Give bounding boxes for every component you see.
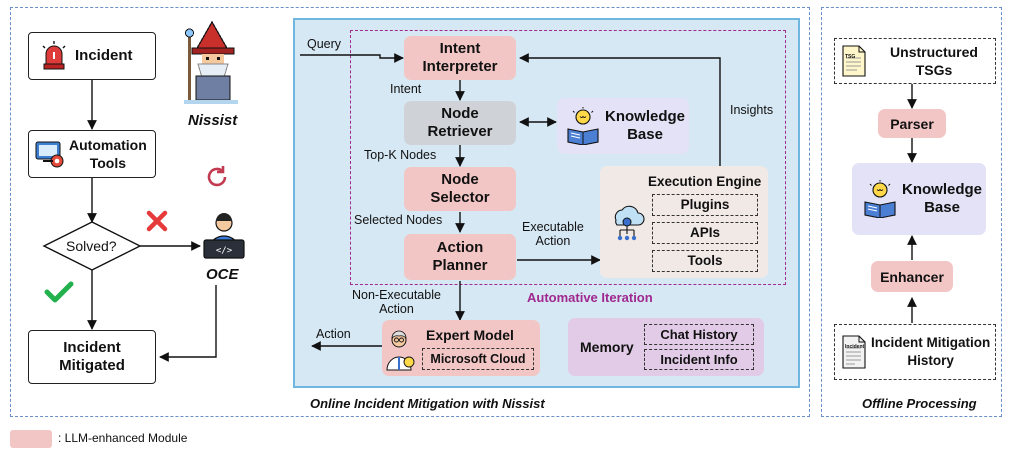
history-document-icon: Incident xyxy=(841,334,867,370)
automation-tools-box: Automation Tools xyxy=(28,130,156,178)
oce-label: OCE xyxy=(206,266,239,283)
insights-label: Insights xyxy=(730,103,774,117)
oce-person-icon: </> xyxy=(198,210,250,262)
node-retriever-box: Node Retriever xyxy=(404,101,516,145)
intent-label: Intent xyxy=(390,82,422,96)
chat-history-box: Chat History xyxy=(644,324,754,345)
parser-box: Parser xyxy=(878,109,946,138)
tsg-document-tag: TSG xyxy=(845,54,856,60)
unstructured-tsgs-label: Unstructured TSGs xyxy=(890,44,978,78)
parser-label: Parser xyxy=(890,115,934,132)
success-check-icon xyxy=(44,280,74,304)
offline-region xyxy=(821,7,1002,417)
query-label: Query xyxy=(307,37,342,51)
expert-model-title: Expert Model xyxy=(426,327,514,343)
unstructured-tsgs-box: TSG Unstructured TSGs xyxy=(834,38,996,84)
microsoft-cloud-label: Microsoft Cloud xyxy=(430,352,526,366)
node-retriever-label: Node Retriever xyxy=(427,105,493,140)
incident-label: Incident xyxy=(75,47,133,64)
cloud-gear-icon xyxy=(608,200,646,242)
action-planner-box: Action Planner xyxy=(404,234,516,280)
tools-box: Tools xyxy=(652,250,758,272)
non-executable-action-label: Non-Executable Action xyxy=(352,288,441,316)
iteration-cycle-icon xyxy=(204,164,230,190)
selected-nodes-label: Selected Nodes xyxy=(354,213,443,227)
top-k-label: Top-K Nodes xyxy=(364,148,437,162)
solved-diamond xyxy=(42,221,142,271)
incident-box: Incident xyxy=(28,32,156,80)
history-document-tag: Incident xyxy=(845,344,865,350)
knowledge-bulb-icon xyxy=(565,107,601,146)
online-caption: Online Incident Mitigation with Nissist xyxy=(310,396,545,411)
nissist-wizard-icon xyxy=(182,20,244,106)
expert-scientist-icon xyxy=(386,328,416,372)
offline-knowledge-bulb-icon xyxy=(862,180,898,219)
plugins-box: Plugins xyxy=(652,194,758,216)
memory-title: Memory xyxy=(580,339,634,355)
automation-tools-icon xyxy=(35,139,65,169)
solved-label: Solved? xyxy=(66,238,117,254)
nissist-label: Nissist xyxy=(188,112,238,129)
plugins-label: Plugins xyxy=(680,197,730,212)
incident-mitigated-label: Incident Mitigated xyxy=(59,339,125,374)
offline-caption: Offline Processing xyxy=(862,396,977,411)
action-planner-label: Action Planner xyxy=(432,239,488,274)
svg-text:</>: </> xyxy=(216,246,233,256)
expert-model-box: Expert Model Microsoft Cloud xyxy=(382,320,540,376)
node-selector-box: Node Selector xyxy=(404,167,516,211)
apis-box: APIs xyxy=(652,222,758,244)
legend-swatch xyxy=(10,430,52,448)
execution-engine-box: Execution Engine Plugins APIs Tools xyxy=(600,166,768,278)
automative-iteration-label: Automative Iteration xyxy=(527,290,653,305)
knowledge-base-label: Knowledge Base xyxy=(605,108,686,143)
executable-action-label: Executable Action xyxy=(522,220,584,248)
execution-engine-title: Execution Engine xyxy=(648,174,762,189)
alarm-icon xyxy=(41,41,67,71)
tools-label: Tools xyxy=(687,253,723,268)
incident-history-box: Incident Incident Mitigation History xyxy=(834,324,996,380)
chat-history-label: Chat History xyxy=(660,326,738,342)
apis-label: APIs xyxy=(689,225,720,240)
fail-cross-icon xyxy=(146,210,168,232)
offline-knowledge-base-box: Knowledge Base xyxy=(852,163,986,235)
incident-mitigated-box: Incident Mitigated xyxy=(28,330,156,384)
incident-info-label: Incident Info xyxy=(660,351,738,367)
legend-text: : LLM-enhanced Module xyxy=(58,431,188,445)
action-out-label: Action xyxy=(316,327,351,341)
enhancer-box: Enhancer xyxy=(871,261,953,292)
memory-box: Memory Chat History Incident Info xyxy=(568,318,764,376)
enhancer-label: Enhancer xyxy=(880,268,944,285)
incident-history-label: Incident Mitigation History xyxy=(871,335,991,368)
incident-info-box: Incident Info xyxy=(644,349,754,370)
offline-knowledge-base-label: Knowledge Base xyxy=(902,181,983,216)
intent-interpreter-box: Intent Interpreter xyxy=(404,36,516,80)
tsg-document-icon: TSG xyxy=(841,44,867,78)
automation-tools-label: Automation Tools xyxy=(69,137,147,171)
node-selector-label: Node Selector xyxy=(430,171,490,206)
online-region xyxy=(10,7,810,417)
knowledge-base-box: Knowledge Base xyxy=(557,98,689,154)
automative-iteration-region xyxy=(350,30,786,285)
intent-interpreter-label: Intent Interpreter xyxy=(422,40,498,75)
microsoft-cloud-box: Microsoft Cloud xyxy=(422,348,534,370)
